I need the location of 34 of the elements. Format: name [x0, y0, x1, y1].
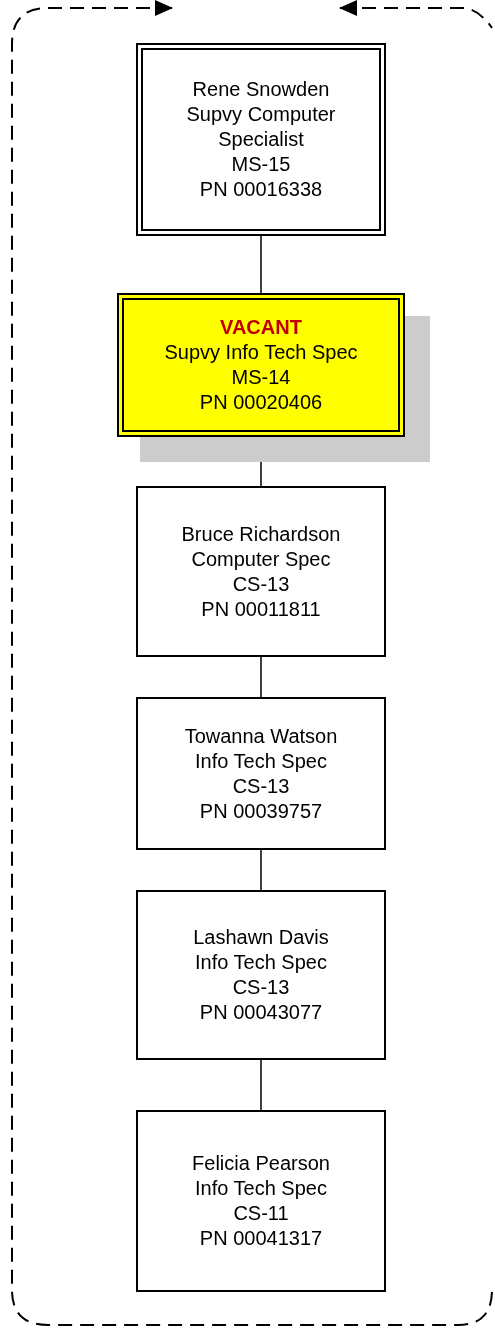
connector-line: [260, 656, 262, 698]
position-box: [136, 486, 386, 657]
position-text: CS-13: [232, 571, 290, 597]
position-text: PN 00043077: [199, 1000, 323, 1025]
position-text: Computer Spec: [191, 546, 331, 572]
position-text: PN 00016338: [199, 177, 323, 202]
position-text: Towanna Watson: [184, 723, 338, 749]
connector-line: [260, 235, 262, 294]
connector-line: [260, 849, 262, 891]
position-box: [136, 697, 386, 850]
position-text: Rene Snowden: [192, 77, 330, 102]
position-text: Info Tech Spec: [195, 1176, 327, 1201]
position-text: PN 00041317: [199, 1226, 323, 1251]
position-text: Info Tech Spec: [195, 950, 327, 975]
position-text: Felicia Pearson: [192, 1151, 330, 1176]
position-box: [136, 43, 386, 236]
position-text: MS-15: [231, 152, 291, 177]
status-label: VACANT: [220, 315, 302, 340]
connector-line: [260, 1059, 262, 1111]
position-box: [136, 1110, 386, 1292]
position-box: [117, 293, 405, 437]
position-text: Supvy Computer Specialist: [185, 102, 337, 152]
position-text: Supvy Info Tech Spec: [164, 340, 358, 365]
position-text: CS-13: [232, 773, 290, 799]
position-text: CS-13: [232, 975, 290, 1000]
position-text: Bruce Richardson: [181, 521, 341, 547]
position-text: CS-11: [233, 1201, 289, 1226]
position-text: Info Tech Spec: [195, 748, 327, 774]
position-text: PN 00020406: [199, 390, 323, 415]
position-text: PN 00039757: [199, 798, 323, 824]
position-text: PN 00011811: [201, 596, 321, 622]
position-text: Lashawn Davis: [193, 925, 329, 950]
position-text: MS-14: [231, 365, 291, 390]
position-box: [136, 890, 386, 1060]
